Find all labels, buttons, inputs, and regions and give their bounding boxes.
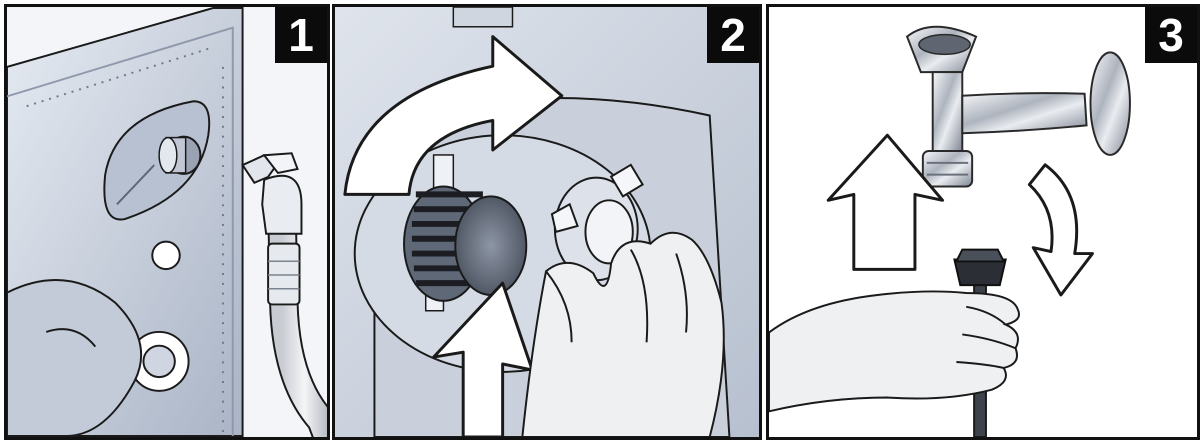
threaded-connector <box>404 187 526 301</box>
connect-tap-illustration <box>769 7 1197 437</box>
step-1-panel: 1 <box>4 4 330 440</box>
step-3-badge: 3 <box>1145 7 1197 63</box>
connect-hose-illustration <box>335 7 759 437</box>
step-2-badge: 2 <box>707 7 759 63</box>
machine-back-illustration <box>7 7 327 437</box>
step-1-badge: 1 <box>275 7 327 63</box>
step-3-panel: 3 <box>766 4 1200 440</box>
step-2-panel: 2 <box>332 4 762 440</box>
